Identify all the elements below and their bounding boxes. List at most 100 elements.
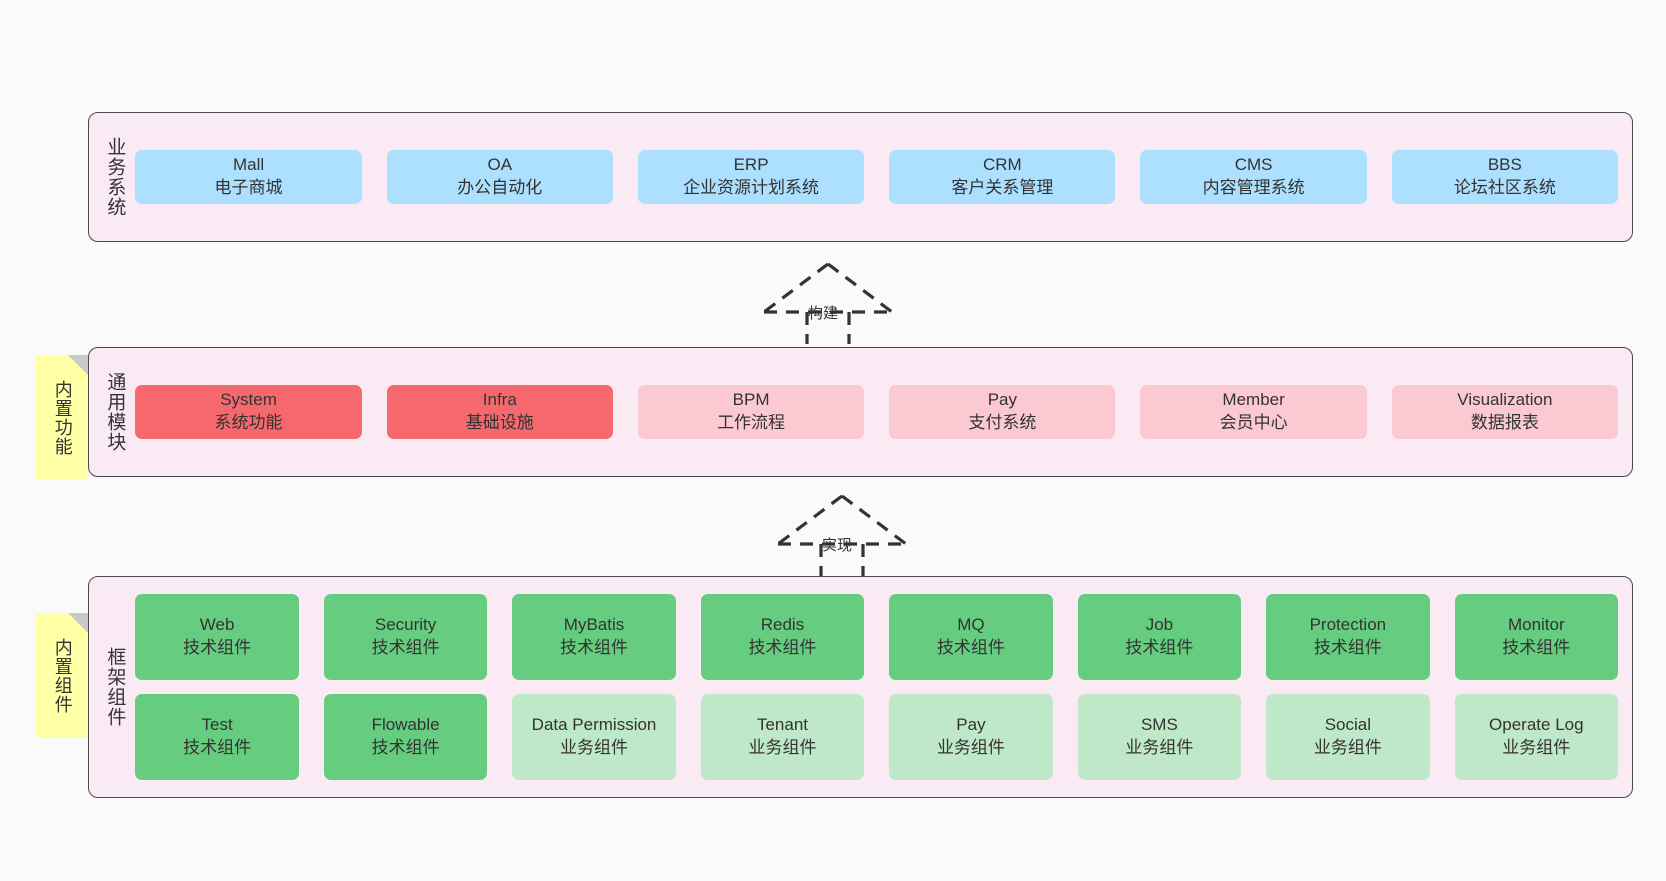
card-test[interactable]: Test 技术组件 (135, 694, 299, 780)
card-protection[interactable]: Protection 技术组件 (1266, 594, 1430, 680)
builtin-component-note: 内置组件 (36, 613, 88, 738)
card-subtitle: 基础设施 (465, 413, 534, 432)
card-bbs[interactable]: BBS 论坛社区系统 (1391, 150, 1618, 204)
layer-title-framework-component: 框架组件 (104, 647, 126, 727)
card-subtitle: 业务组件 (1313, 738, 1382, 757)
card-subtitle: 技术组件 (371, 738, 440, 757)
card-sms[interactable]: SMS 业务组件 (1077, 694, 1242, 780)
card-subtitle: 企业资源计划系统 (683, 178, 820, 197)
layer-title-common-module: 通用模块 (104, 372, 126, 452)
layer-framework-component: 框架组件 Web 技术组件 Security 技术组件 MyBatis 技术组件… (88, 576, 1633, 798)
layer-business-system: 业务系统 Mall 电子商城 OA 办公自动化 ERP 企业资源计划系统 CRM… (88, 112, 1633, 242)
build-arrow: 构建 (758, 258, 898, 344)
card-member[interactable]: Member 会员中心 (1140, 385, 1367, 439)
card-title: Data Permission (531, 715, 657, 735)
card-job[interactable]: Job 技术组件 (1077, 594, 1242, 680)
card-title: BPM (732, 390, 770, 410)
layer-common-module-cards: System 系统功能 Infra 基础设施 BPM 工作流程 Pay 支付系统… (135, 385, 1632, 439)
card-subtitle: 技术组件 (183, 638, 252, 657)
card-title: Social (1324, 715, 1371, 735)
card-subtitle: 支付系统 (968, 413, 1037, 432)
card-row: Web 技术组件 Security 技术组件 MyBatis 技术组件 Redi… (135, 594, 1619, 680)
card-system[interactable]: System 系统功能 (135, 385, 362, 439)
note-fold-icon (68, 355, 88, 375)
layer-common-module: 通用模块 System 系统功能 Infra 基础设施 BPM 工作流程 Pay… (88, 347, 1633, 477)
card-title: Test (201, 715, 233, 735)
card-social[interactable]: Social 业务组件 (1266, 694, 1430, 780)
card-subtitle: 业务组件 (936, 738, 1005, 757)
card-title: MQ (957, 615, 985, 635)
build-arrow-label: 构建 (808, 305, 839, 322)
card-subtitle: 技术组件 (1125, 638, 1194, 657)
card-title: System (220, 390, 277, 410)
builtin-function-note: 内置功能 (36, 355, 88, 480)
card-title: Security (374, 615, 437, 635)
note-fold-icon (68, 613, 88, 633)
card-security[interactable]: Security 技术组件 (323, 594, 488, 680)
card-subtitle: 技术组件 (371, 638, 440, 657)
card-title: Visualization (1457, 390, 1553, 410)
card-subtitle: 业务组件 (1502, 738, 1571, 757)
card-pay-component[interactable]: Pay 业务组件 (889, 694, 1053, 780)
implement-arrow: 实现 (772, 490, 912, 576)
card-title: CMS (1234, 155, 1273, 175)
card-visualization[interactable]: Visualization 数据报表 (1391, 385, 1618, 439)
card-subtitle: 客户关系管理 (951, 178, 1054, 197)
card-row: Mall 电子商城 OA 办公自动化 ERP 企业资源计划系统 CRM 客户关系… (135, 150, 1618, 204)
card-flowable[interactable]: Flowable 技术组件 (323, 694, 488, 780)
card-title: Protection (1309, 615, 1387, 635)
card-crm[interactable]: CRM 客户关系管理 (889, 150, 1116, 204)
card-subtitle: 论坛社区系统 (1453, 178, 1556, 197)
card-infra[interactable]: Infra 基础设施 (386, 385, 613, 439)
card-subtitle: 电子商城 (214, 178, 283, 197)
card-subtitle: 技术组件 (1502, 638, 1571, 657)
card-title: Infra (482, 390, 517, 410)
card-title: CRM (982, 155, 1022, 175)
card-subtitle: 技术组件 (936, 638, 1005, 657)
card-row: Test 技术组件 Flowable 技术组件 Data Permission … (135, 694, 1619, 780)
card-title: Member (1222, 390, 1285, 410)
card-operate-log[interactable]: Operate Log 业务组件 (1454, 694, 1619, 780)
card-title: OA (487, 155, 513, 175)
card-bpm[interactable]: BPM 工作流程 (637, 385, 865, 439)
implement-arrow-label: 实现 (822, 537, 853, 554)
card-title: Job (1145, 615, 1174, 635)
card-subtitle: 技术组件 (748, 638, 817, 657)
card-subtitle: 技术组件 (183, 738, 252, 757)
note-label: 内置组件 (52, 637, 73, 714)
card-subtitle: 业务组件 (748, 738, 817, 757)
card-title: ERP (733, 155, 769, 175)
card-subtitle: 系统功能 (214, 413, 283, 432)
card-title: Pay (987, 390, 1017, 410)
card-oa[interactable]: OA 办公自动化 (386, 150, 613, 204)
card-subtitle: 内容管理系统 (1202, 178, 1305, 197)
card-mall[interactable]: Mall 电子商城 (135, 150, 362, 204)
card-title: Monitor (1507, 615, 1565, 635)
card-title: Tenant (756, 715, 809, 735)
card-subtitle: 办公自动化 (457, 178, 543, 197)
card-erp[interactable]: ERP 企业资源计划系统 (637, 150, 865, 204)
card-title: MyBatis (563, 615, 625, 635)
card-title: SMS (1140, 715, 1178, 735)
card-title: Mall (232, 155, 265, 175)
card-subtitle: 会员中心 (1219, 413, 1288, 432)
card-mybatis[interactable]: MyBatis 技术组件 (512, 594, 676, 680)
card-title: Flowable (371, 715, 440, 735)
card-data-permission[interactable]: Data Permission 业务组件 (512, 694, 676, 780)
note-label: 内置功能 (52, 379, 73, 456)
layer-framework-component-cards: Web 技术组件 Security 技术组件 MyBatis 技术组件 Redi… (135, 577, 1632, 797)
card-tenant[interactable]: Tenant 业务组件 (700, 694, 865, 780)
card-mq[interactable]: MQ 技术组件 (889, 594, 1053, 680)
card-web[interactable]: Web 技术组件 (135, 594, 299, 680)
card-title: Web (199, 615, 235, 635)
card-row: System 系统功能 Infra 基础设施 BPM 工作流程 Pay 支付系统… (135, 385, 1618, 439)
layer-title-business-system: 业务系统 (104, 137, 126, 217)
card-subtitle: 技术组件 (1313, 638, 1382, 657)
card-monitor[interactable]: Monitor 技术组件 (1454, 594, 1619, 680)
card-title: Redis (760, 615, 805, 635)
card-redis[interactable]: Redis 技术组件 (700, 594, 865, 680)
card-cms[interactable]: CMS 内容管理系统 (1140, 150, 1367, 204)
card-subtitle: 工作流程 (717, 413, 786, 432)
card-pay[interactable]: Pay 支付系统 (889, 385, 1116, 439)
